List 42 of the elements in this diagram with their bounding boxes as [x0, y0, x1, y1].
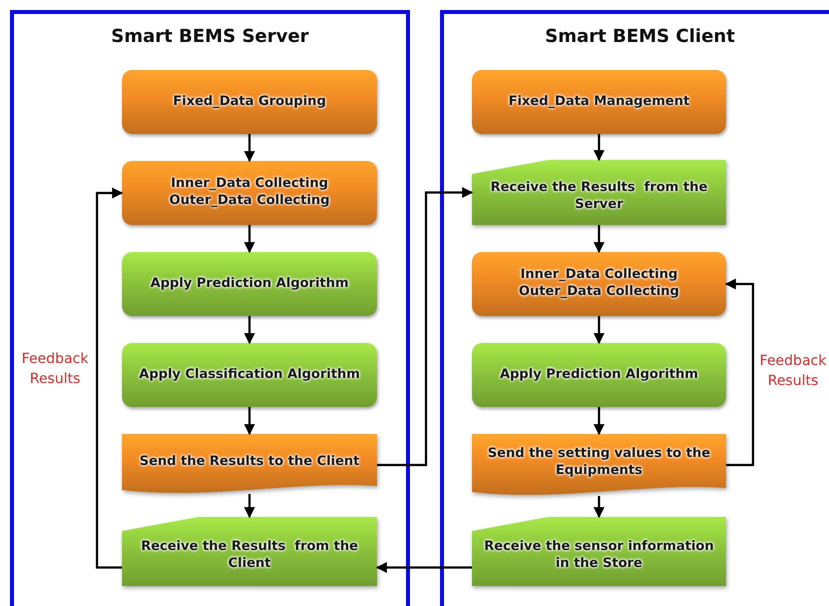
arrow	[376, 562, 472, 573]
arrow	[594, 496, 604, 518]
document-shape	[122, 434, 377, 494]
step-label: Receive the Results from the Client	[140, 538, 360, 572]
arrow	[594, 407, 604, 436]
arrow	[244, 316, 255, 344]
process-box	[472, 343, 726, 407]
process-box	[122, 70, 377, 134]
swimlane-panel	[10, 10, 410, 606]
swimlane-panel	[440, 10, 829, 606]
arrow	[377, 187, 474, 466]
process-box	[122, 343, 377, 407]
arrow	[724, 278, 754, 466]
step-label: Apply Prediction Algorithm	[498, 366, 700, 384]
step-label: Receive the sensor information in the Store	[483, 538, 715, 572]
arrow	[244, 134, 255, 162]
step-label: Receive the Results from the Server	[489, 180, 709, 214]
arrow	[244, 407, 255, 436]
manual-input-shape	[472, 160, 726, 225]
step-label: Inner_Data Collecting Outer_Data Collecting	[518, 267, 680, 301]
manual-input-shape	[472, 517, 726, 586]
arrow	[244, 225, 255, 254]
panel-title: Smart BEMS Server	[111, 26, 309, 47]
document-shape	[472, 434, 726, 496]
process-box	[472, 252, 726, 316]
process-box	[472, 70, 726, 134]
step-label: Apply Prediction Algorithm	[149, 276, 350, 292]
arrow	[594, 134, 604, 162]
arrow	[594, 316, 604, 344]
step-label: Inner_Data Collecting Outer_Data Collecting	[168, 176, 331, 210]
step-label: Fixed_Data Grouping	[172, 94, 327, 110]
manual-input-shape	[122, 517, 377, 586]
process-box	[122, 252, 377, 316]
arrow	[244, 494, 255, 518]
step-label: Fixed_Data Management	[507, 94, 691, 110]
arrow	[594, 225, 604, 254]
step-label: Send the setting values to the Equipments	[486, 446, 712, 480]
process-box	[122, 161, 377, 225]
step-label: Send the Results to the Client	[138, 454, 361, 470]
arrow	[96, 188, 124, 569]
panel-title: Smart BEMS Client	[545, 26, 735, 47]
step-label: Apply Classification Algorithm	[138, 366, 361, 384]
